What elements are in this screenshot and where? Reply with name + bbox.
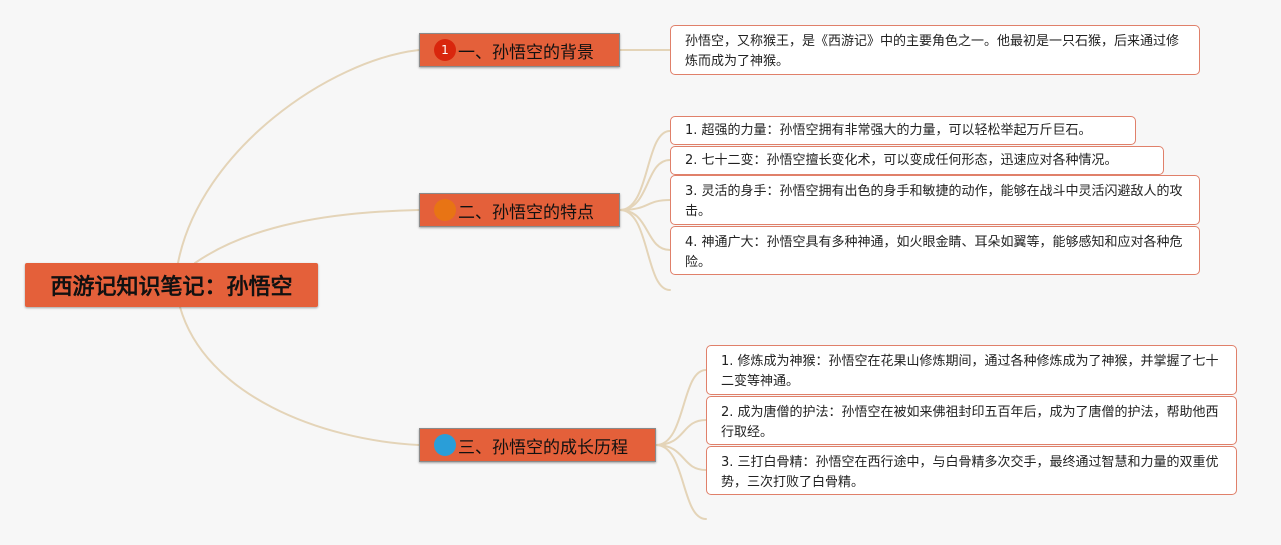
subtopic-growth-white-bone-demon[interactable]: 3. 三打白骨精：孙悟空在西行途中，与白骨精多次交手，最终通过智慧和力量的双重优… — [706, 446, 1237, 495]
root-topic[interactable]: 西游记知识笔记：孙悟空 — [25, 263, 318, 307]
branch-topic-traits[interactable]: 二、孙悟空的特点 — [419, 193, 620, 227]
root-to-branch-3-link — [179, 306, 420, 446]
subtopic-trait-powers[interactable]: 4. 神通广大：孙悟空具有多种神通，如火眼金睛、耳朵如翼等，能够感知和应对各种危… — [670, 226, 1200, 275]
branch-2-leaf-1-link — [619, 130, 671, 211]
root-to-branch-1-link — [177, 49, 420, 264]
branch-2-tail-link — [619, 209, 671, 291]
number-2-marker-icon — [434, 199, 456, 221]
subtopic-text: 2. 七十二变：孙悟空擅长变化术，可以变成任何形态，迅速应对各种情况。 — [685, 153, 1118, 168]
subtopic-text: 1. 修炼成为神猴：孙悟空在花果山修炼期间，通过各种修炼成为了神猴，并掌握了七十… — [721, 354, 1219, 389]
branch-2-leaf-4-link — [619, 209, 671, 251]
branch-3-leaf-2-link — [655, 419, 707, 446]
number-3-marker-icon — [434, 434, 456, 456]
subtopic-trait-agility[interactable]: 3. 灵活的身手：孙悟空拥有出色的身手和敏捷的动作，能够在战斗中灵活闪避敌人的攻… — [670, 175, 1200, 225]
subtopic-text: 2. 成为唐僧的护法：孙悟空在被如来佛祖封印五百年后，成为了唐僧的护法，帮助他西… — [721, 405, 1219, 440]
subtopic-growth-cultivation[interactable]: 1. 修炼成为神猴：孙悟空在花果山修炼期间，通过各种修炼成为了神猴，并掌握了七十… — [706, 345, 1237, 395]
branch-3-tail-link — [655, 444, 707, 520]
branch-topic-label: 一、孙悟空的背景 — [458, 42, 594, 63]
subtopic-text: 3. 三打白骨精：孙悟空在西行途中，与白骨精多次交手，最终通过智慧和力量的双重优… — [721, 455, 1219, 490]
root-to-branch-2-link — [194, 209, 420, 264]
branch-2-leaf-2-link — [619, 159, 671, 211]
branch-topic-label: 二、孙悟空的特点 — [458, 202, 594, 223]
branch-topic-background[interactable]: 1 一、孙悟空的背景 — [419, 33, 620, 67]
number-1-marker-icon: 1 — [434, 39, 456, 61]
branch-3-leaf-3-link — [655, 444, 707, 471]
branch-2-leaf-3-link — [619, 199, 671, 211]
subtopic-text: 孙悟空，又称猴王，是《西游记》中的主要角色之一。他最初是一只石猴，后来通过修炼而… — [685, 34, 1180, 69]
branch-topic-label: 三、孙悟空的成长历程 — [458, 437, 628, 458]
branch-3-leaf-1-link — [655, 369, 707, 446]
branch-topic-growth[interactable]: 三、孙悟空的成长历程 — [419, 428, 656, 462]
subtopic-background-intro[interactable]: 孙悟空，又称猴王，是《西游记》中的主要角色之一。他最初是一只石猴，后来通过修炼而… — [670, 25, 1200, 75]
root-topic-label: 西游记知识笔记：孙悟空 — [50, 275, 293, 300]
subtopic-trait-strength[interactable]: 1. 超强的力量：孙悟空拥有非常强大的力量，可以轻松举起万斤巨石。 — [670, 116, 1136, 145]
subtopic-trait-transformations[interactable]: 2. 七十二变：孙悟空擅长变化术，可以变成任何形态，迅速应对各种情况。 — [670, 146, 1164, 175]
subtopic-text: 4. 神通广大：孙悟空具有多种神通，如火眼金睛、耳朵如翼等，能够感知和应对各种危… — [685, 235, 1183, 270]
subtopic-growth-protector[interactable]: 2. 成为唐僧的护法：孙悟空在被如来佛祖封印五百年后，成为了唐僧的护法，帮助他西… — [706, 396, 1237, 445]
subtopic-text: 1. 超强的力量：孙悟空拥有非常强大的力量，可以轻松举起万斤巨石。 — [685, 123, 1092, 138]
subtopic-text: 3. 灵活的身手：孙悟空拥有出色的身手和敏捷的动作，能够在战斗中灵活闪避敌人的攻… — [685, 184, 1183, 219]
